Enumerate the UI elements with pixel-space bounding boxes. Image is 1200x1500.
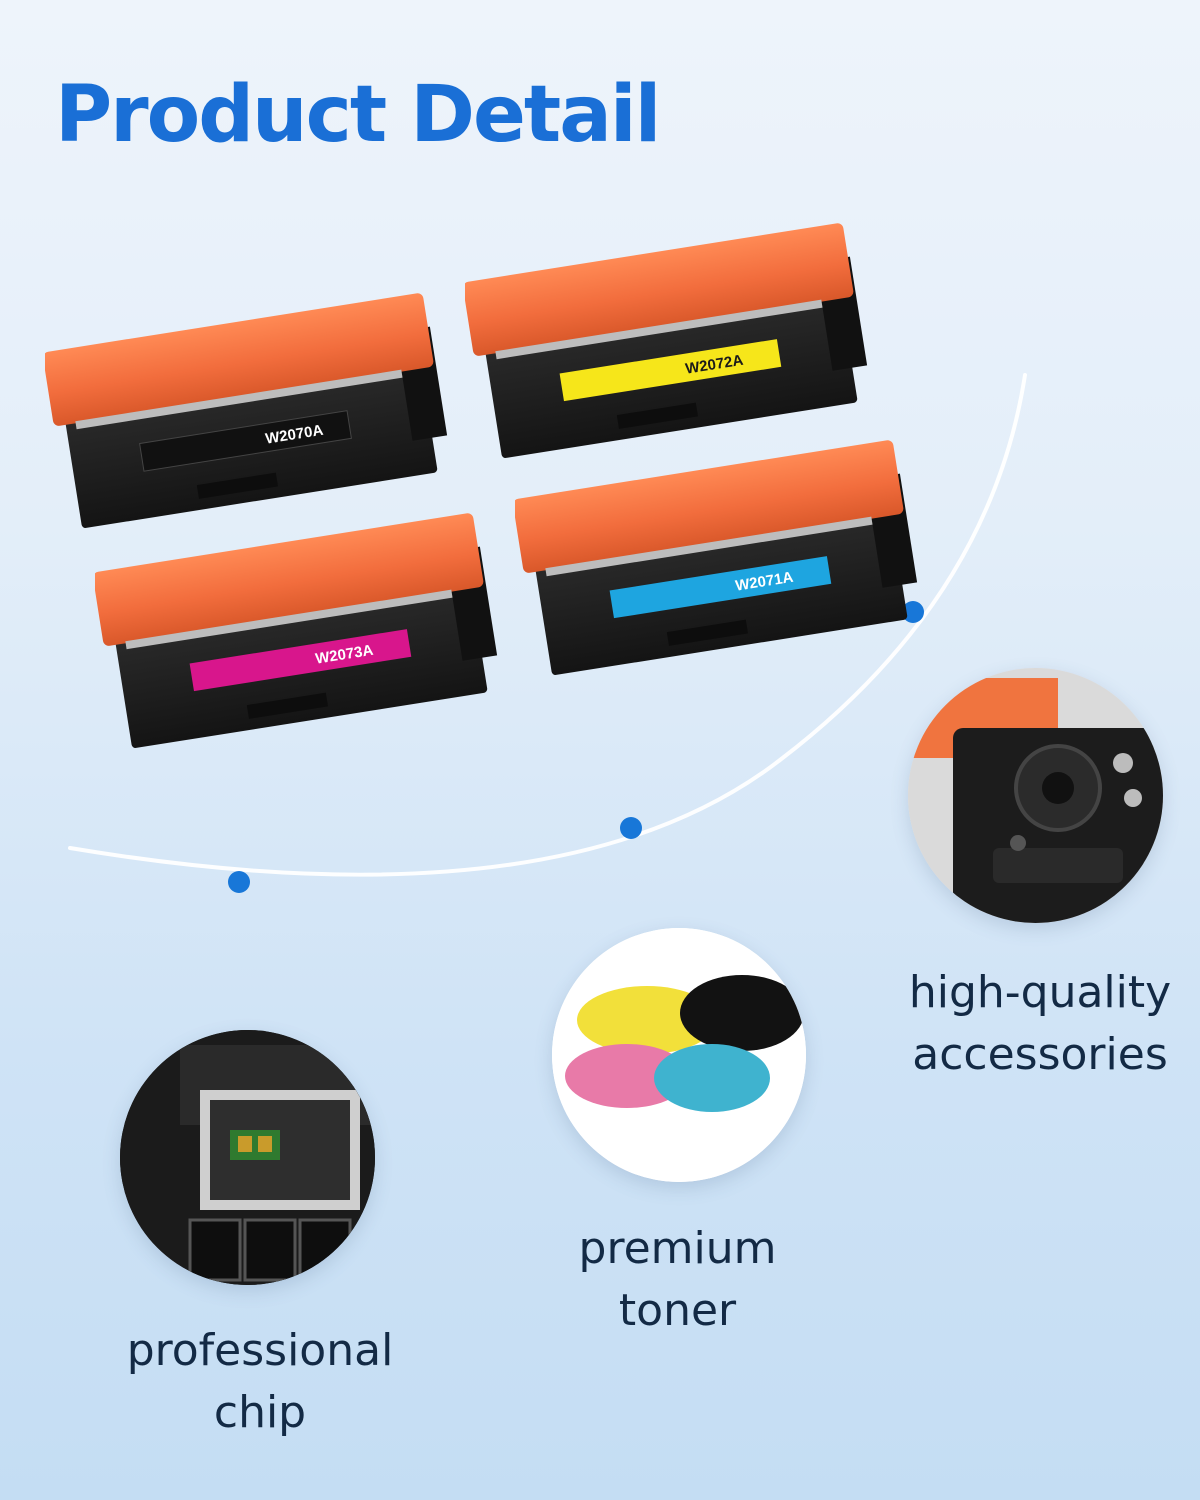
- toner-powder-icon: [552, 928, 806, 1182]
- arc-dot: [228, 871, 250, 893]
- page-title: Product Detail: [55, 70, 661, 160]
- chip-photo: [120, 1030, 375, 1285]
- caption-chip: professional chip: [120, 1320, 400, 1444]
- cartridge-black: W2070A: [45, 293, 448, 528]
- cartridge-yellow: W2072A: [465, 223, 868, 458]
- caption-line: high-quality: [908, 967, 1172, 1018]
- caption-line: premium: [578, 1223, 777, 1274]
- toner-photo: [552, 928, 806, 1182]
- caption-line: professional: [126, 1325, 394, 1376]
- chip-closeup-icon: [120, 1030, 375, 1285]
- caption-accessories: high-quality accessories: [905, 962, 1175, 1086]
- caption-line: toner: [618, 1285, 737, 1336]
- accessories-photo: [908, 668, 1163, 923]
- arc-dot: [902, 601, 924, 623]
- caption-line: accessories: [912, 1029, 1168, 1080]
- cartridge-magenta: W2073A: [95, 513, 498, 748]
- arc-dot: [620, 817, 642, 839]
- gear-closeup-icon: [908, 668, 1163, 923]
- caption-toner: premium toner: [545, 1218, 810, 1342]
- caption-line: chip: [213, 1387, 307, 1438]
- cartridge-cyan: W2071A: [515, 440, 918, 675]
- arc-line: [68, 373, 1027, 877]
